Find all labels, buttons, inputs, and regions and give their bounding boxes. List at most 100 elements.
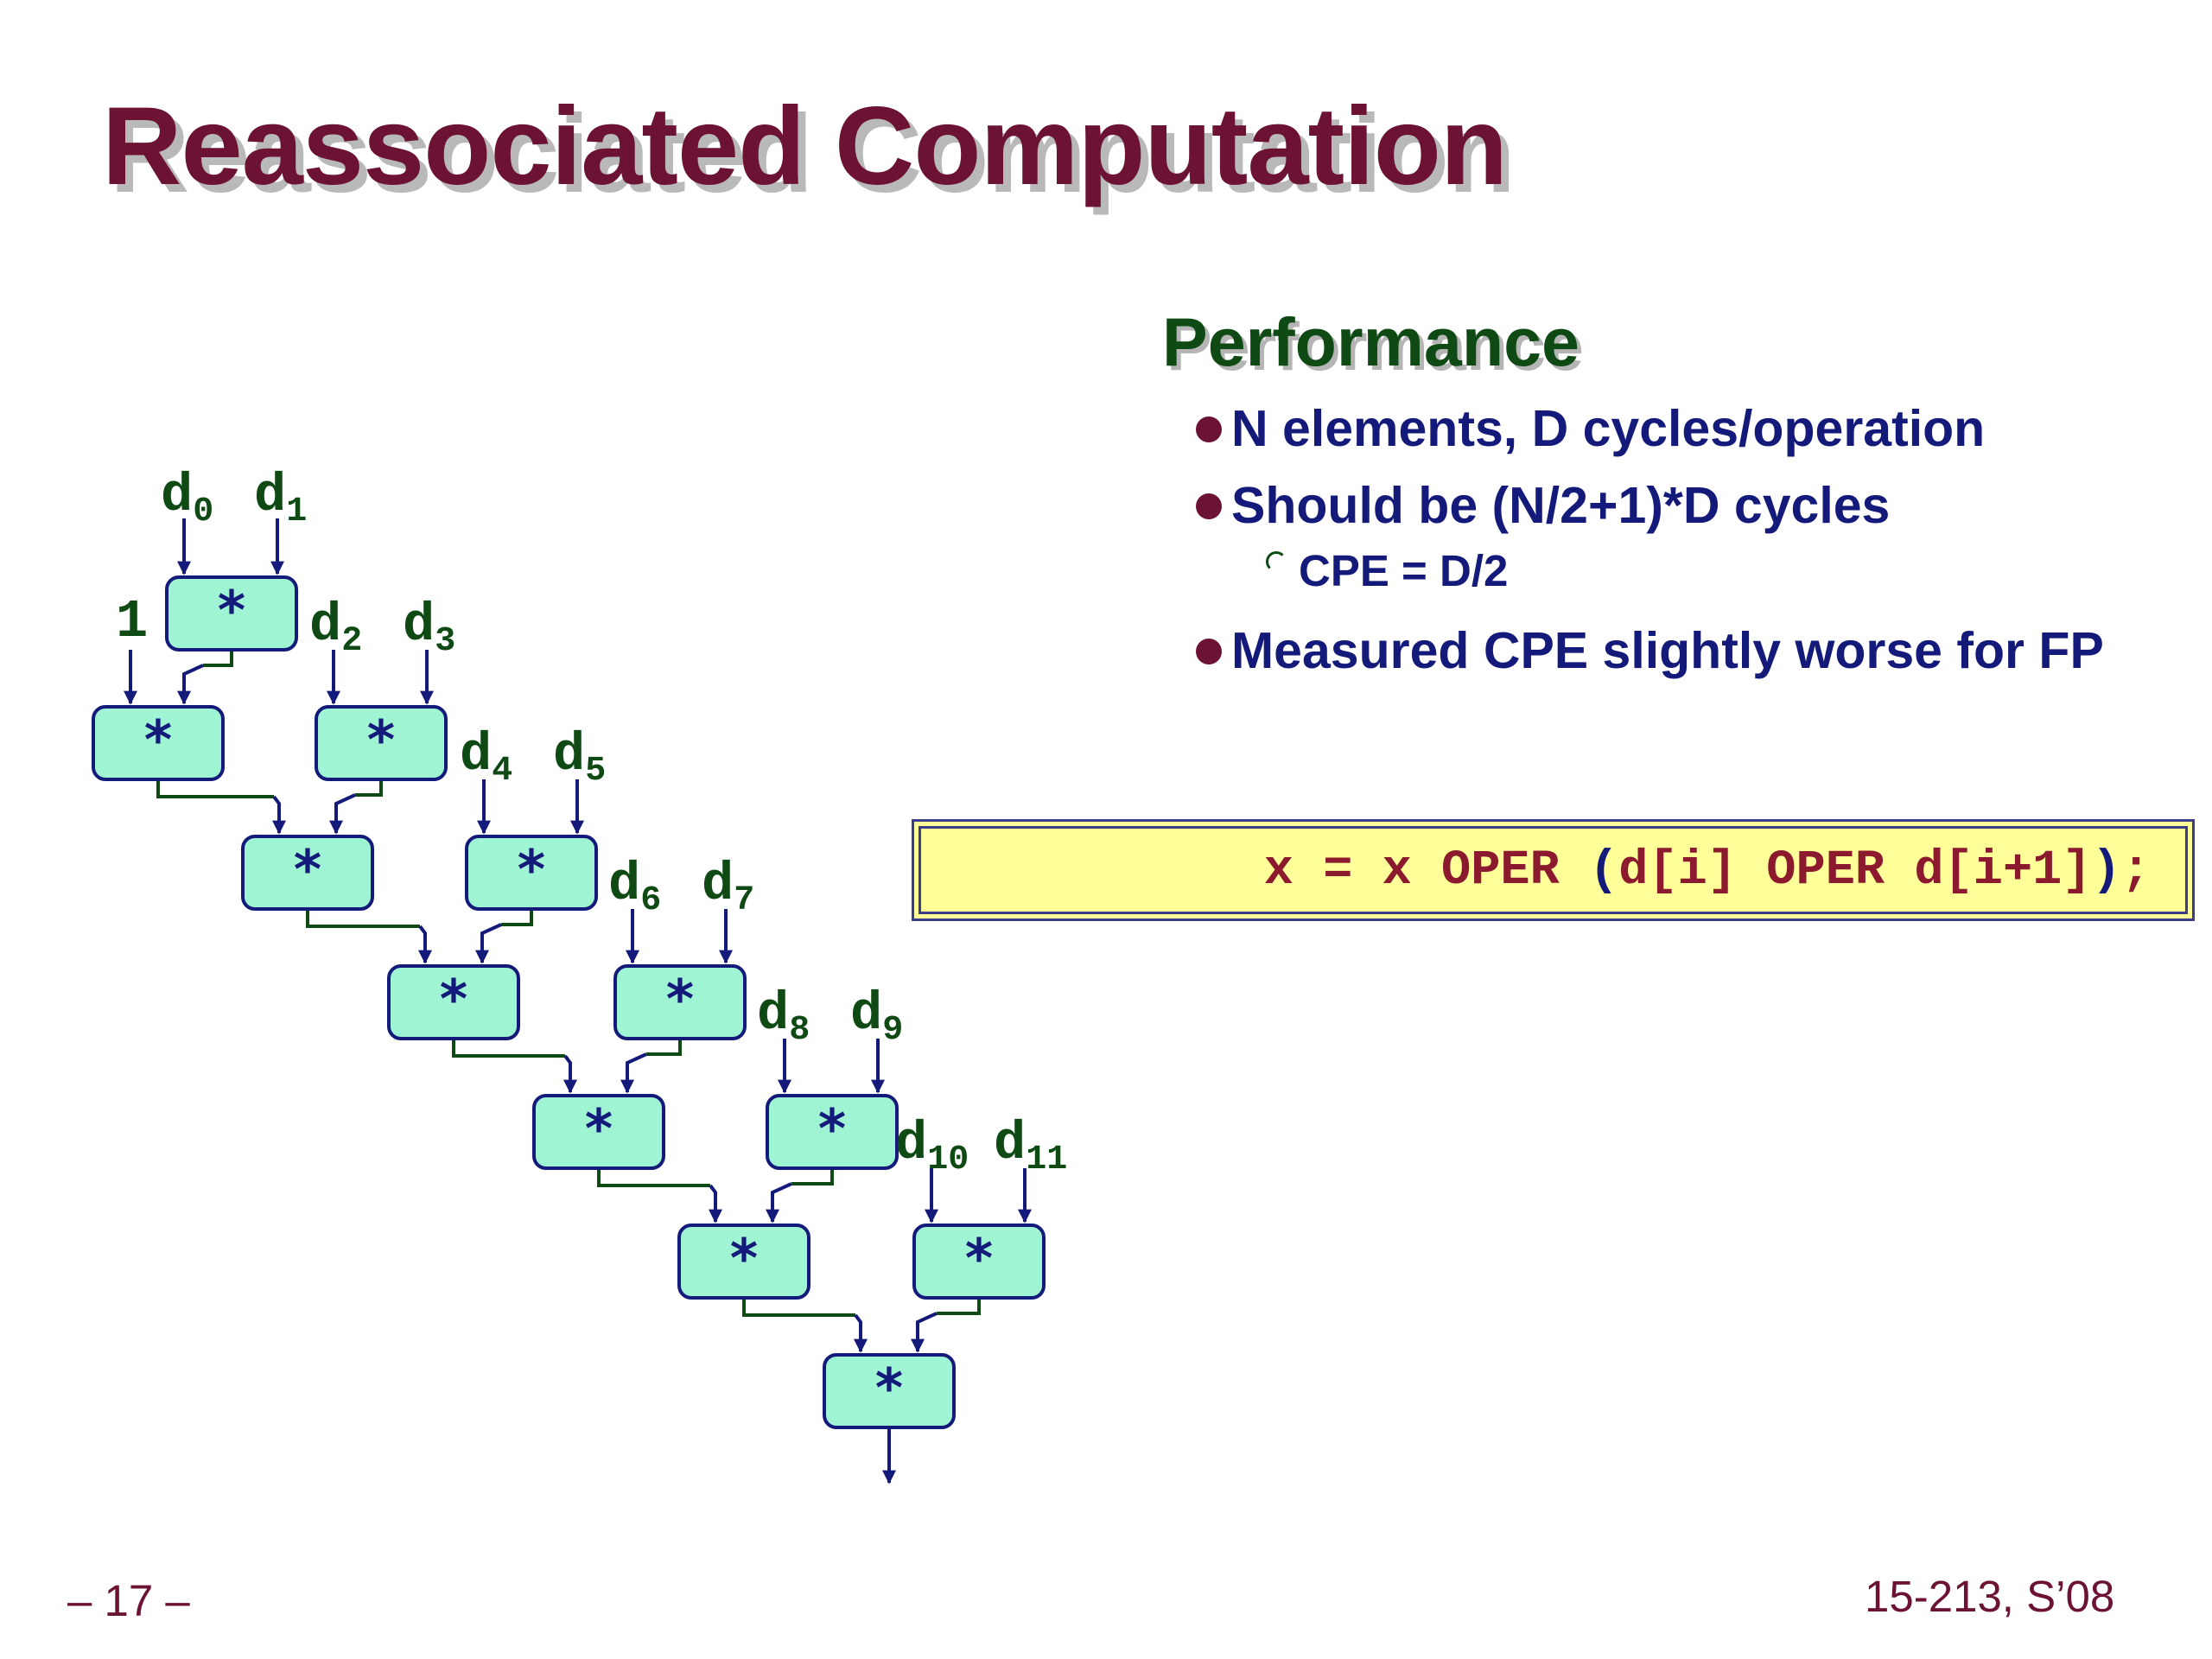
code-statement: x = x OPER (d[i] OPER d[i+1]); (1264, 843, 2151, 899)
pair-arrow (911, 1312, 938, 1353)
input-label-subscript: 10 (927, 1141, 969, 1179)
bullet-dot-icon (1196, 416, 1222, 442)
input-label-d2: d2 (309, 594, 362, 661)
bullet-dot-icon (1196, 493, 1222, 519)
operator-box-shape (677, 1224, 810, 1300)
operator-box-shape (241, 835, 374, 911)
operator-label: * (515, 838, 547, 901)
accumulator-arrow (272, 795, 286, 835)
pair-wire (937, 1298, 981, 1315)
accumulator-arrow (709, 1184, 722, 1224)
operator-box-layer: * * * * * * * * * * * * (92, 575, 1046, 1429)
arc-bullet-icon (1266, 551, 1287, 572)
operator-box-shape (912, 1224, 1046, 1300)
accumulator-wire (452, 1039, 565, 1058)
pair-arrow (177, 664, 204, 705)
input-label-subscript: 9 (882, 1011, 903, 1050)
bullet-text: Should be (N/2+1)*D cycles (1231, 477, 1891, 534)
operator-label: * (215, 579, 247, 642)
page-number: – 17 – (67, 1576, 190, 1625)
input-label-subscript: 3 (435, 622, 455, 661)
bullet-item: N elements, D cycles/operation (1192, 399, 2160, 458)
input-label-subscript: 11 (1026, 1141, 1067, 1179)
pair-wire (646, 1039, 682, 1056)
bullet-dot-icon (1196, 639, 1222, 664)
multiply-operator-box: * (92, 705, 225, 781)
input-label-subscript: 5 (585, 752, 606, 791)
sub-bullet-text: CPE = D/2 (1299, 546, 1509, 595)
input-label-d3: d3 (403, 594, 455, 661)
bullet-text: Measured CPE slightly worse for FP (1231, 622, 2104, 679)
code-box: x = x OPER (d[i] OPER d[i+1]); (912, 819, 2195, 921)
operator-box-shape (613, 964, 747, 1040)
course-label: 15-213, S’08 (1865, 1572, 2115, 1621)
bullet-text: N elements, D cycles/operation (1231, 400, 1986, 457)
accumulator-wire (742, 1298, 855, 1317)
operator-label: * (437, 968, 469, 1031)
sub-bullet-item: CPE = D/2 (1266, 546, 2160, 596)
bullet-item: Measured CPE slightly worse for FP (1192, 621, 2160, 680)
pair-arrow (766, 1182, 792, 1224)
operator-label: * (365, 709, 397, 772)
input-label-subscript: 8 (789, 1011, 810, 1050)
operator-label: * (582, 1097, 614, 1160)
pair-arrow (475, 923, 502, 964)
input-label-subscript: 6 (640, 881, 661, 920)
multiply-operator-box: * (766, 1094, 899, 1170)
operator-box-shape (315, 705, 448, 781)
multiply-operator-box: * (823, 1353, 956, 1429)
operator-box-shape (92, 705, 225, 781)
input-label-d11: d11 (994, 1113, 1067, 1179)
operator-box-shape (165, 575, 298, 652)
input-label-d0: d0 (161, 465, 213, 531)
operator-box-shape (532, 1094, 665, 1170)
operator-label: * (816, 1097, 848, 1160)
operator-label: * (873, 1357, 905, 1420)
pair-wire (501, 909, 533, 926)
pair-arrow (329, 793, 356, 835)
pair-wire (355, 779, 383, 797)
input-label-d8: d8 (757, 983, 810, 1050)
pair-wire (203, 650, 233, 667)
multiply-operator-box: * (677, 1224, 810, 1300)
code-paren-close: ) (2091, 843, 2121, 899)
multiply-operator-box: * (241, 835, 374, 911)
operator-box-shape (387, 964, 520, 1040)
operator-label: * (291, 838, 323, 901)
input-label-d7: d7 (702, 854, 754, 920)
code-part: d[i] OPER d[i+1] (1618, 843, 2092, 899)
accumulator-wire (597, 1168, 710, 1187)
pair-arrow (620, 1052, 647, 1094)
input-label-d10: d10 (895, 1113, 969, 1179)
accumulator-wire (306, 909, 420, 928)
bullet-item: Should be (N/2+1)*D cycles (1192, 476, 2160, 535)
input-label-subscript: 4 (492, 752, 512, 791)
operator-label: * (963, 1227, 995, 1290)
code-part: ; (2120, 843, 2151, 899)
accumulator-arrow (854, 1313, 868, 1353)
operator-box-shape (823, 1353, 956, 1429)
input-label-d4: d4 (460, 724, 512, 791)
operator-box-shape (465, 835, 598, 911)
accumulator-wire (156, 779, 274, 798)
input-label-subscript: 2 (341, 622, 362, 661)
pair-wire (791, 1168, 834, 1185)
slide-title: Reassociated Computation (102, 85, 1508, 208)
input-label-subscript: 7 (734, 881, 754, 920)
code-part: x = x OPER (1263, 843, 1590, 899)
identity-input-label: 1 (116, 591, 148, 652)
input-label-d1: d1 (254, 465, 307, 531)
wire-layer (124, 518, 1032, 1484)
input-label-d5: d5 (553, 724, 606, 791)
input-label-d6: d6 (608, 854, 661, 920)
operator-label: * (664, 968, 696, 1031)
accumulator-arrow (418, 925, 432, 964)
input-label-subscript: 0 (193, 493, 213, 531)
multiply-operator-box: * (315, 705, 448, 781)
multiply-operator-box: * (387, 964, 520, 1040)
code-paren-open: ( (1589, 843, 1619, 899)
operator-box-shape (766, 1094, 899, 1170)
performance-heading: Performance (1162, 303, 1580, 380)
